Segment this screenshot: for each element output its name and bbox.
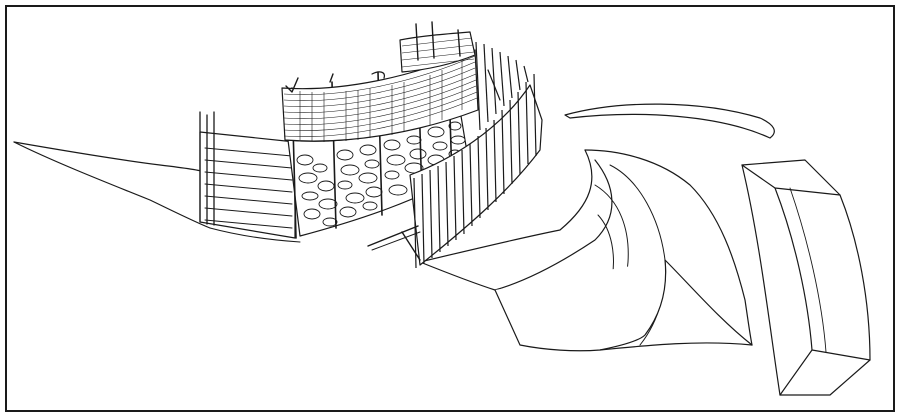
hill-slope [13,141,301,243]
earth-ditch [741,159,871,396]
plank-fence [199,111,296,239]
stone-texture [296,121,466,227]
outer-bank-ridge [564,103,775,139]
wattle-wall [281,49,479,142]
drawing-border [5,5,895,412]
wattle-weave [283,55,478,142]
earth-bank [419,149,753,352]
upper-wattle-weave [401,37,475,68]
stone-rampart [287,51,471,239]
palisade-stakes [413,41,537,269]
upper-wattle-panel [399,21,476,73]
palisade-fence [367,41,543,269]
